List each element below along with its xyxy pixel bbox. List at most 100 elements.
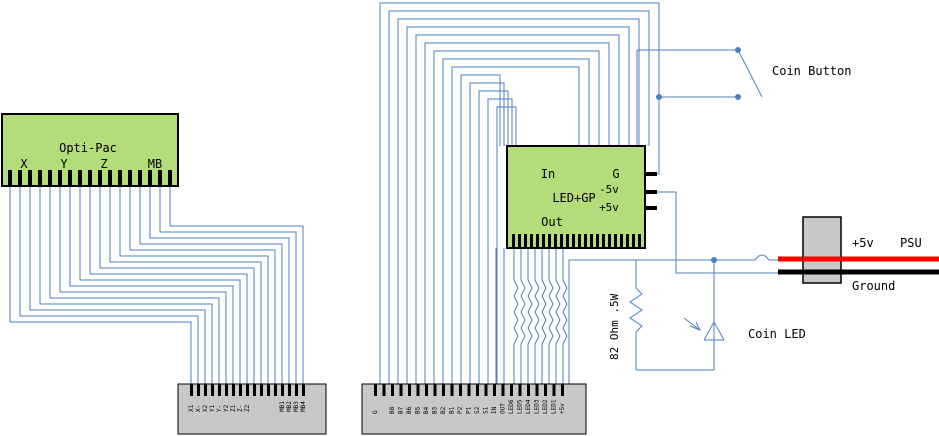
right-connector-pin-label: B5 xyxy=(415,406,422,414)
right-connector-pin xyxy=(425,384,428,396)
right-connector-pin-label: P1 xyxy=(466,406,473,414)
left-connector-pin xyxy=(253,384,256,396)
right-connector-pin-label: P2 xyxy=(457,406,464,414)
ledgp-pin xyxy=(590,234,593,248)
right-connector-pin-label: B7 xyxy=(398,406,405,414)
coin-button-switch: Coin Button xyxy=(637,47,851,100)
left-connector-pin-label: MB2 xyxy=(286,401,293,412)
led-wire xyxy=(527,248,533,384)
ledgp-label-out: Out xyxy=(541,215,563,229)
ledgp-label-main: LED+GP xyxy=(552,191,595,205)
loop-wire xyxy=(478,90,509,384)
optipac-wire xyxy=(59,186,227,384)
right-connector-pin xyxy=(416,384,420,396)
optipac-wire xyxy=(139,186,283,384)
loop-wire xyxy=(496,106,517,384)
ledgp-pin xyxy=(614,234,617,248)
ledgp-side-pin xyxy=(645,172,657,176)
right-connector-pin xyxy=(493,384,496,396)
ledgp-pin xyxy=(536,234,539,248)
left-connector-pin xyxy=(302,384,305,396)
optipac-pin xyxy=(88,170,92,186)
optipac-pin xyxy=(38,170,42,186)
loop-wire xyxy=(460,74,501,384)
left-connector-pin xyxy=(288,384,291,396)
left-connector-pin-label: Z1 xyxy=(230,404,237,412)
optipac-wire xyxy=(29,186,206,384)
right-connector-pin-label: B3 xyxy=(432,406,439,414)
optipac-wire xyxy=(99,186,255,384)
right-connector-pin xyxy=(476,384,479,396)
ledgp-pin xyxy=(638,234,641,248)
optipac-pin xyxy=(58,170,62,186)
left-connector-pin xyxy=(232,384,235,396)
ledgp-pin xyxy=(572,234,575,248)
right-connector-pin-label: LED4 xyxy=(525,399,532,414)
right-connector-pin-label: LED3 xyxy=(534,399,541,414)
right-connector-pin xyxy=(527,384,530,396)
right-connector-pin xyxy=(561,384,564,396)
left-connector-pin-label: Y1 xyxy=(209,404,216,412)
optipac-pin xyxy=(108,170,112,186)
ledgp-pin xyxy=(512,234,515,248)
led-wire xyxy=(534,248,540,384)
right-connector-pin xyxy=(510,384,513,396)
right-connector-pin xyxy=(544,384,547,396)
left-connector-pin xyxy=(246,384,249,396)
ledgp-side-pin xyxy=(645,206,657,210)
left-connector-pin xyxy=(260,384,263,396)
psu-plus-wire xyxy=(568,259,755,384)
psu-name-label: PSU xyxy=(900,236,922,250)
right-connector-pin-label: B2 xyxy=(440,406,447,414)
loop-wire xyxy=(469,82,505,384)
ledgp-pins xyxy=(512,172,657,248)
right-connector-pin xyxy=(399,384,403,396)
optipac-pin xyxy=(168,170,172,186)
left-connector-pin xyxy=(218,384,221,396)
optipac-pin xyxy=(158,170,162,186)
psu-ground-label: Ground xyxy=(852,279,895,293)
optipac-wire xyxy=(39,186,213,384)
left-connector-pin-label: MB4 xyxy=(300,401,307,412)
optipac-wire xyxy=(119,186,269,384)
right-connector-pin xyxy=(467,384,471,396)
ledgp-pin xyxy=(542,234,545,248)
ledgp-board: In LED+GP Out G -5v +5v xyxy=(506,145,657,249)
right-connector-pin xyxy=(442,384,445,396)
right-connector-pin-label: G xyxy=(372,410,379,414)
led-wire xyxy=(548,248,554,384)
ledgp-side-pin xyxy=(645,190,657,194)
right-connector-pin-label: IN xyxy=(491,406,498,414)
ledgp-pin xyxy=(584,234,587,248)
left-connector-pin-label: MB1 xyxy=(279,401,286,412)
left-connector-pin-label: Y2 xyxy=(223,404,230,412)
optipac-pin xyxy=(138,170,142,186)
ledgp-pin xyxy=(608,234,611,248)
ledgp-pin xyxy=(578,234,581,248)
left-connector-pin xyxy=(197,384,200,396)
optipac-pin xyxy=(78,170,82,186)
ledgp-pin xyxy=(548,234,551,248)
psu-plus-label: +5v xyxy=(852,236,874,250)
resistor-label: 82 Ohm .5W xyxy=(608,293,621,360)
left-connector-pin xyxy=(190,384,193,396)
right-connector-pin xyxy=(391,384,394,396)
coin-led-label: Coin LED xyxy=(748,327,806,341)
right-connector-pin xyxy=(535,384,539,396)
left-connector-pin-label: MB3 xyxy=(293,401,300,412)
optipac-pin xyxy=(148,170,152,186)
led-wire xyxy=(562,248,568,384)
right-connector-pin xyxy=(501,384,505,396)
optipac-wire xyxy=(9,186,192,384)
right-connector-pin-label: S2 xyxy=(474,406,481,414)
loop-wire xyxy=(487,98,513,384)
left-connector-pin-label: Y- xyxy=(216,405,223,412)
wires xyxy=(9,2,803,385)
optipac-pin xyxy=(8,170,12,186)
ledgp-label-minus5: -5v xyxy=(599,183,619,196)
optipac-label-x: X xyxy=(20,157,28,171)
right-connector-pin-label: LED6 xyxy=(508,399,515,414)
psu: +5v PSU Ground xyxy=(778,216,939,293)
